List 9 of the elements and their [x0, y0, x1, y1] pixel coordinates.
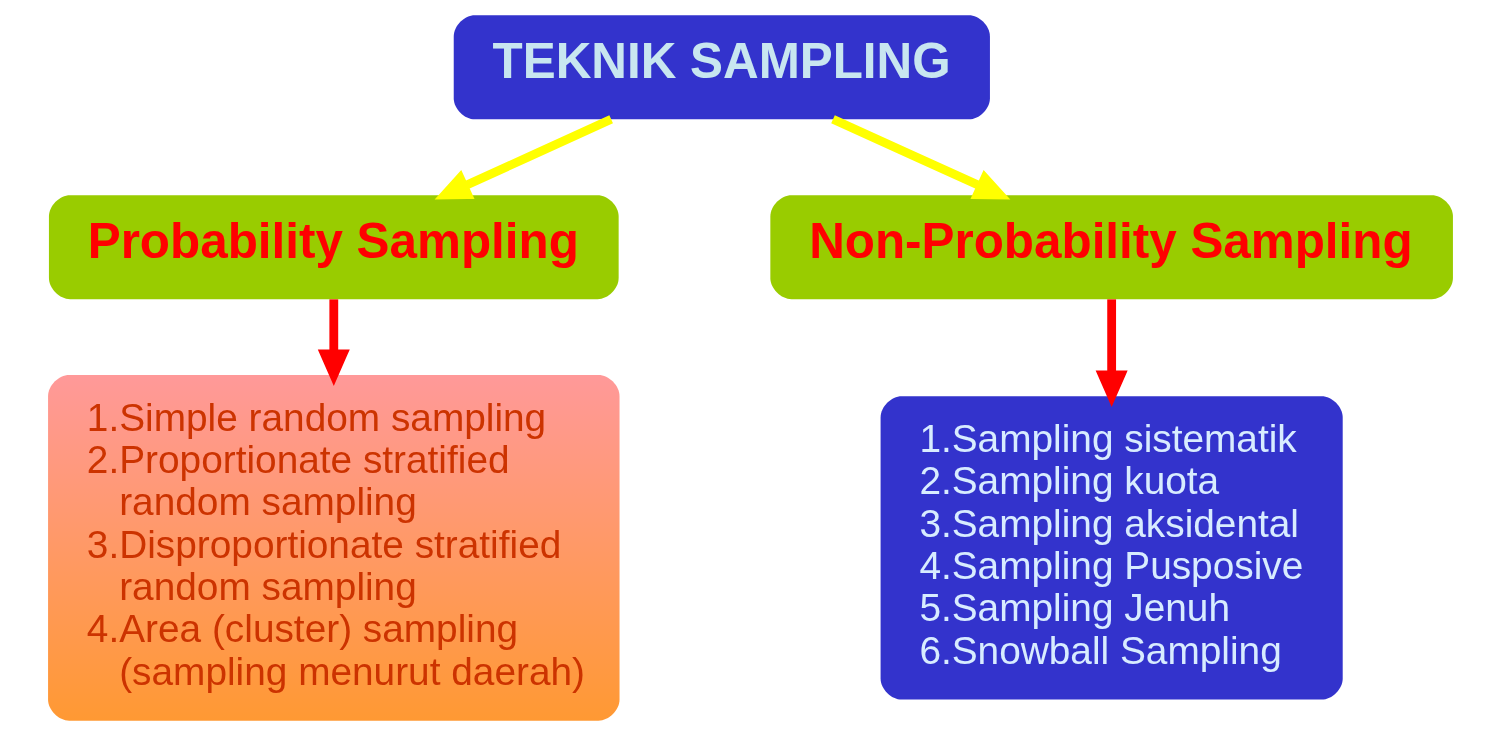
node-box: Non-Probability Sampling	[770, 195, 1453, 300]
arrow	[1095, 299, 1128, 408]
node-box: TEKNIK SAMPLING	[453, 15, 990, 120]
arrow	[434, 115, 613, 200]
node-box: 1.Sampling sistematik 2.Sampling kuota 3.Sampling aksidental 4.Sampling Pusposive 5.Sampling Jenuh 6.Snowball Sampling	[880, 396, 1343, 700]
node-box: 1.Simple random sampling 2.Proportionate stratified random sampling 3.Disproportionate stratified random sampling 4.Area (cluster) sampling (sampling menurut daerah)	[48, 375, 620, 721]
arrow	[317, 299, 350, 386]
node-box: Probability Sampling	[48, 195, 619, 300]
arrow	[831, 115, 1011, 200]
